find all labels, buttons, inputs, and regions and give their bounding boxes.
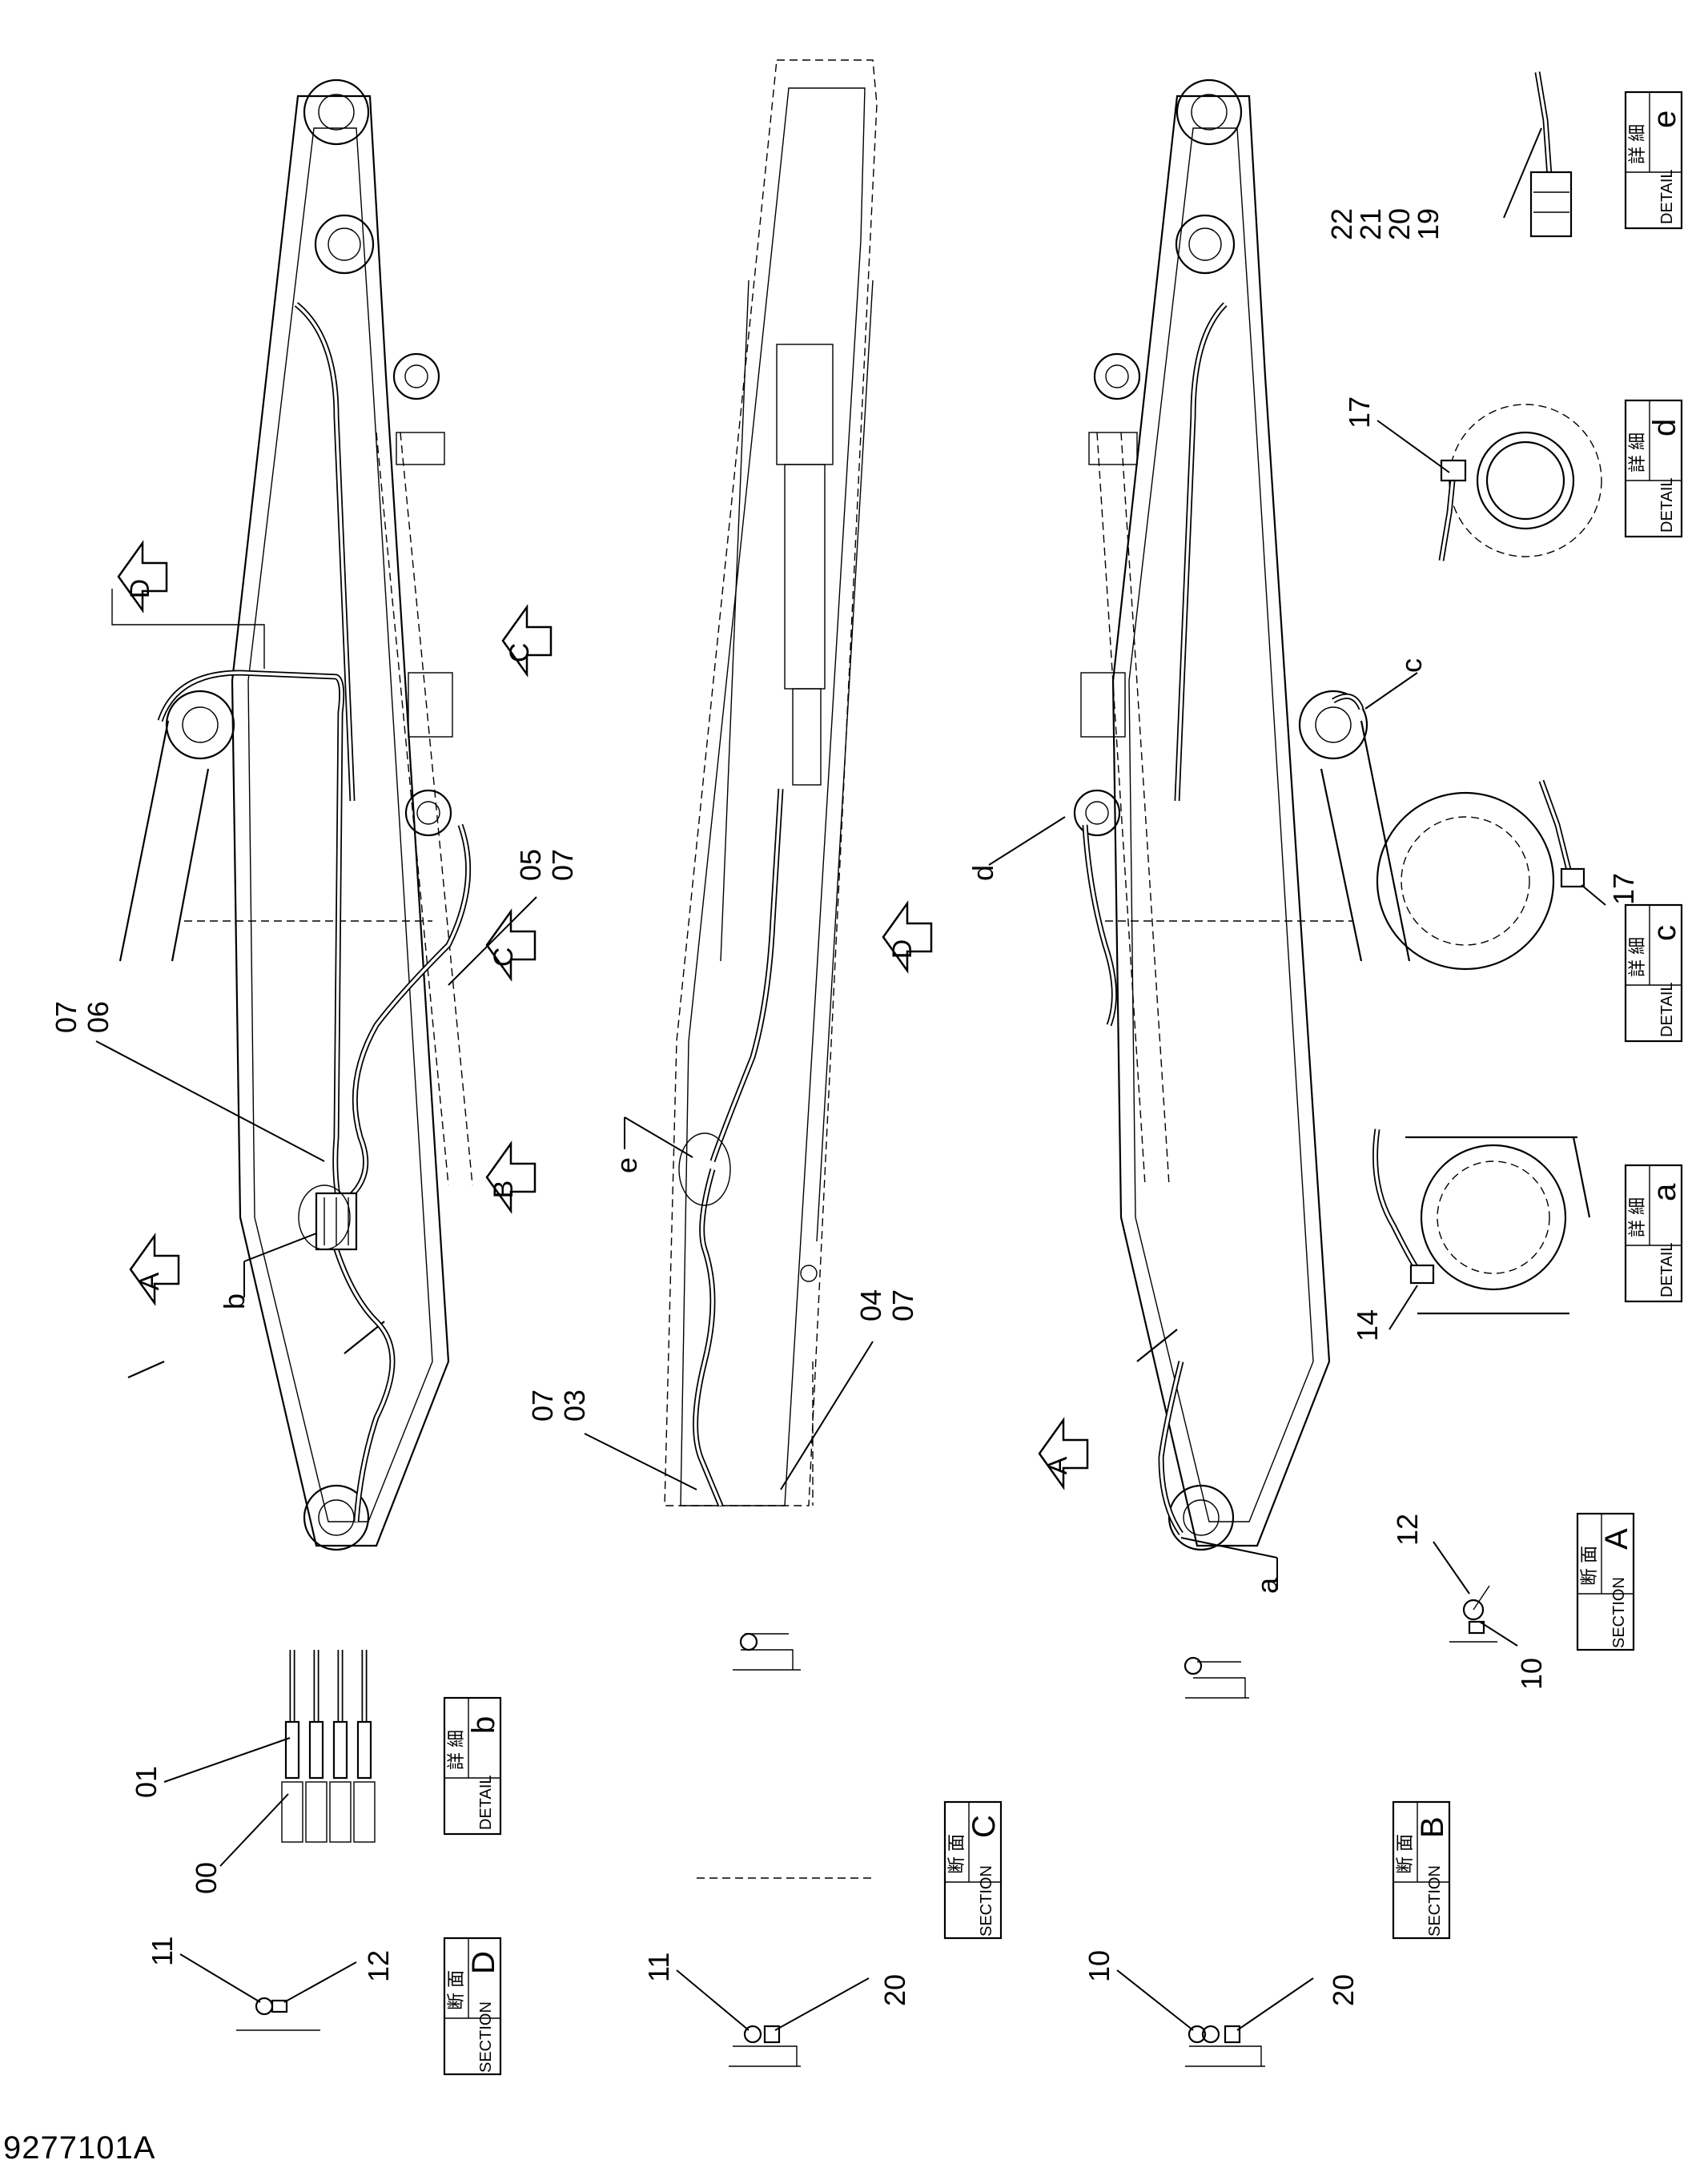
section-d-letter: D [466,1951,501,1974]
detail-c-view: 17 詳 細 DETAIL c [1376,779,1683,1043]
view-arrow-c-lower: C [485,908,537,982]
detail-c-en: DETAIL [1658,982,1676,1037]
view-arrow-a-right: A [1038,1417,1089,1490]
section-c-sketch: 11 20 [642,1953,911,2067]
view-arrow-d-middle-letter: D [887,939,918,959]
view-arrow-d-top-letter: D [125,579,155,599]
section-b-sketch: 10 20 [1083,1950,1360,2067]
section-a-letter: A [1599,1528,1634,1550]
detail-d-jp: 詳 細 [1627,432,1647,473]
detail-b-letter: b [466,1716,501,1734]
detail-e-jp: 詳 細 [1627,124,1647,164]
boom-right-view [1073,78,1411,1551]
callout-11-c: 11 [642,1953,675,1982]
callout-20: 20 [1383,208,1416,240]
view-arrow-c-upper: C [501,604,553,678]
callout-12-d: 12 [362,1950,395,1982]
detail-c-jp: 詳 細 [1627,937,1647,977]
section-a-en: SECTION [1610,1577,1628,1648]
callout-21: 21 [1354,208,1387,240]
callout-22: 22 [1325,208,1358,240]
callout-01: 01 [130,1766,163,1798]
section-b-jp: 断 面 [1395,1834,1415,1874]
view-arrow-b-letter: B [488,1180,519,1199]
detail-e-view: 22 21 20 19 詳 細 DETAIL e [1325,71,1683,240]
detail-c-title-block: 詳 細 DETAIL c [1624,903,1683,1043]
section-d-view: 11 12 断 面 SECTION D [146,1937,502,2076]
view-arrows: D C C B A D A [111,540,1089,1490]
callout-03: 03 [558,1390,591,1422]
callout-10-b: 10 [1083,1950,1115,1982]
view-arrow-c-lower-letter: C [488,947,519,967]
detail-b-jp: 詳 細 [446,1730,466,1770]
main-view-callouts: 07 06 05 07 b e 07 03 04 07 d c a [50,658,1428,1594]
callout-05: 05 [514,849,547,881]
section-c-en: SECTION [978,1865,995,1937]
drawing-number: 9277101A [3,2130,156,2166]
section-a-jp: 断 面 [1579,1546,1599,1586]
section-c-jp: 断 面 [946,1834,967,1874]
detail-b-view: 01 00 詳 細 DETAIL b [130,1650,502,1894]
callout-15-c: 17 [1607,873,1640,905]
detail-d-view: 17 詳 細 DETAIL d [1343,396,1683,561]
callout-15-d: 17 [1343,396,1376,428]
detail-a-title-block: 詳 細 DETAIL a [1624,1164,1683,1303]
callout-11-d: 11 [146,1937,179,1966]
detail-a-en: DETAIL [1658,1242,1676,1297]
section-b-letter: B [1415,1816,1450,1838]
section-sketches-row [697,1632,1249,1879]
callout-19: 19 [1412,208,1445,240]
callout-detail-a: a [1251,1577,1284,1594]
detail-e-letter: e [1647,111,1682,128]
callout-10-a: 10 [1515,1658,1548,1690]
section-b-en: SECTION [1426,1865,1444,1937]
section-d-title-block: 断 面 SECTION D [443,1937,502,2076]
callout-04: 04 [854,1289,887,1321]
view-arrow-d-top: D [111,540,265,669]
view-arrow-a-left: A [129,1233,180,1306]
callout-06: 06 [82,1001,115,1033]
section-a-title-block: 断 面 SECTION A [1576,1512,1635,1651]
detail-d-letter: d [1647,419,1682,436]
detail-a-jp: 詳 細 [1627,1197,1647,1237]
detail-d-en: DETAIL [1658,477,1676,533]
section-d-en: SECTION [477,2001,495,2073]
detail-d-title-block: 詳 細 DETAIL d [1624,399,1683,538]
callout-07d: 07 [886,1289,919,1321]
section-a-view: 12 10 断 面 SECTION A [1391,1512,1635,1690]
view-arrow-a-right-letter: A [1043,1456,1073,1474]
section-d-jp: 断 面 [446,1970,466,2010]
section-c-letter: C [967,1815,1002,1838]
view-arrow-c-upper-letter: C [504,643,535,663]
detail-a-view: 14 詳 細 DETAIL a [1351,1128,1683,1341]
callout-detail-e: e [610,1157,643,1173]
callout-17-c: 20 [878,1974,911,2006]
boom-main-view [119,78,473,1551]
detail-c-letter: c [1647,925,1682,941]
callout-00: 00 [190,1862,223,1894]
callout-17-b: 20 [1327,1974,1360,2006]
callout-detail-b: b [218,1293,251,1309]
arm-center-view [664,59,878,1507]
callout-12-a: 12 [1391,1514,1424,1546]
callout-detail-c: c [1395,658,1428,673]
detail-e-title-block: 詳 細 DETAIL e [1624,90,1683,230]
section-b-title-block: 断 面 SECTION B [1392,1800,1451,1940]
callout-07c: 07 [526,1390,559,1422]
view-arrow-b: B [485,1140,537,1214]
callout-07b: 07 [546,849,579,881]
view-arrow-a-left-letter: A [135,1272,165,1290]
callout-detail-d: d [967,865,999,881]
view-arrow-d-middle: D [882,900,933,974]
detail-b-hoses [281,1650,376,1843]
callout-07: 07 [50,1001,82,1033]
callout-14: 14 [1351,1309,1384,1341]
detail-a-letter: a [1647,1183,1682,1201]
section-c-title-block: 断 面 SECTION C [943,1800,1003,1940]
detail-b-en: DETAIL [477,1775,495,1830]
detail-b-title-block: 詳 細 DETAIL b [443,1696,502,1836]
detail-e-en: DETAIL [1658,169,1676,224]
